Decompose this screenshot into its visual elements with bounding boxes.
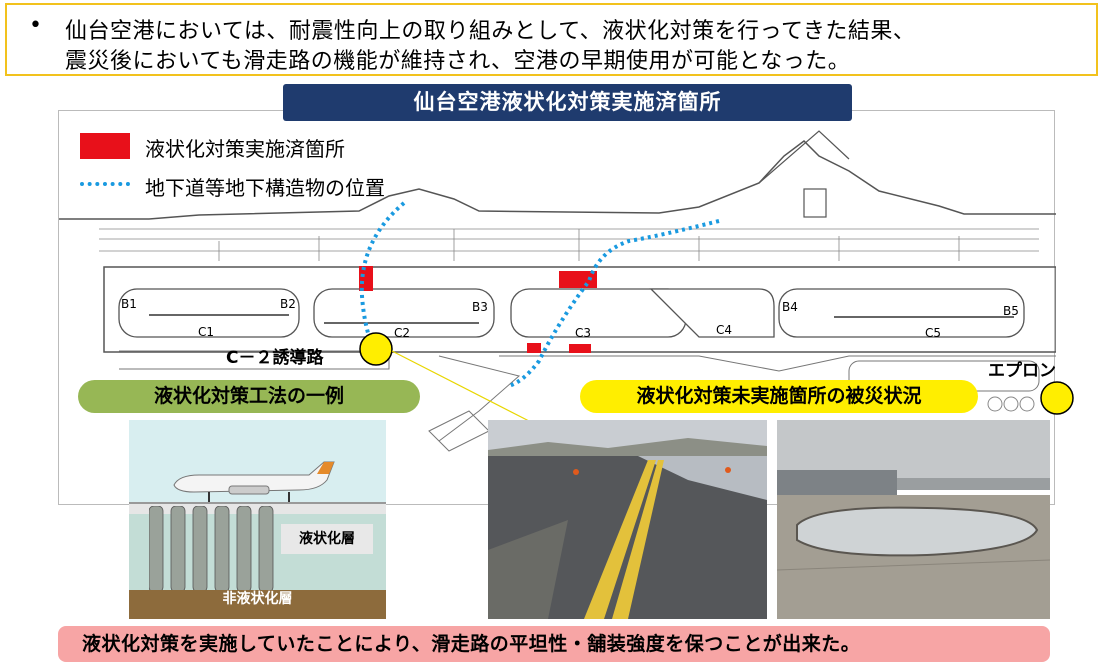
ground-piles bbox=[149, 506, 274, 593]
damage-photo-taxiway bbox=[488, 420, 767, 619]
label-b2: B2 bbox=[280, 297, 296, 311]
c2-marker bbox=[359, 332, 393, 366]
label-c2: C2 bbox=[394, 326, 411, 340]
legend-implemented-label: 液状化対策実施済箇所 bbox=[145, 137, 345, 161]
non-liquefaction-layer bbox=[129, 590, 386, 619]
taxiway-islands bbox=[118, 288, 1025, 338]
legend-blue-dotted-line bbox=[80, 182, 130, 186]
label-c5: C5 bbox=[925, 326, 942, 340]
method-heading: 液状化対策工法の一例 bbox=[78, 380, 420, 413]
label-b3: B3 bbox=[472, 300, 488, 314]
legend-underground-label: 地下道等地下構造物の位置 bbox=[145, 176, 385, 200]
airplane-icon bbox=[173, 461, 335, 502]
airport-map-drawing bbox=[59, 130, 1056, 452]
land-outline bbox=[59, 140, 1056, 220]
taxiway-c2-label: C－２誘導路 bbox=[226, 348, 324, 368]
bullet: • bbox=[29, 13, 42, 38]
damage-heading: 液状化対策未実施箇所の被災状況 bbox=[580, 380, 978, 413]
damage-photo-apron bbox=[777, 420, 1050, 619]
label-b1: B1 bbox=[121, 297, 137, 311]
conclusion-banner: 液状化対策を実施していたことにより、滑走路の平坦性・舗装強度を保つことが出来た。 bbox=[58, 626, 1050, 662]
non-liquefaction-layer-label: 非液状化層 bbox=[222, 591, 293, 607]
implemented-areas bbox=[359, 266, 597, 353]
label-b5: B5 bbox=[1003, 304, 1019, 318]
intro-line-2: 震災後においても滑走路の機能が維持され、空港の早期使用が可能となった。 bbox=[65, 49, 851, 74]
label-c4: C4 bbox=[716, 323, 733, 337]
label-c3: C3 bbox=[575, 326, 592, 340]
label-b4: B4 bbox=[782, 300, 798, 314]
legend-red-swatch bbox=[80, 133, 130, 159]
apron-marker bbox=[1040, 381, 1074, 415]
apron-marker-group bbox=[987, 381, 1074, 415]
label-c1: C1 bbox=[198, 325, 215, 339]
apron-area bbox=[99, 228, 1039, 261]
liquefaction-layer-label: 液状化層 bbox=[281, 524, 373, 554]
method-illustration: 液状化層 非液状化層 bbox=[129, 420, 386, 619]
underground-structures bbox=[359, 201, 720, 388]
intro-box: • 仙台空港においては、耐震性向上の取り組みとして、液状化対策を行ってきた結果、… bbox=[5, 3, 1098, 76]
apron-label: エプロン bbox=[988, 361, 1056, 381]
intro-line-1: 仙台空港においては、耐震性向上の取り組みとして、液状化対策を行ってきた結果、 bbox=[65, 19, 916, 44]
map-title: 仙台空港液状化対策実施済箇所 bbox=[283, 84, 852, 121]
